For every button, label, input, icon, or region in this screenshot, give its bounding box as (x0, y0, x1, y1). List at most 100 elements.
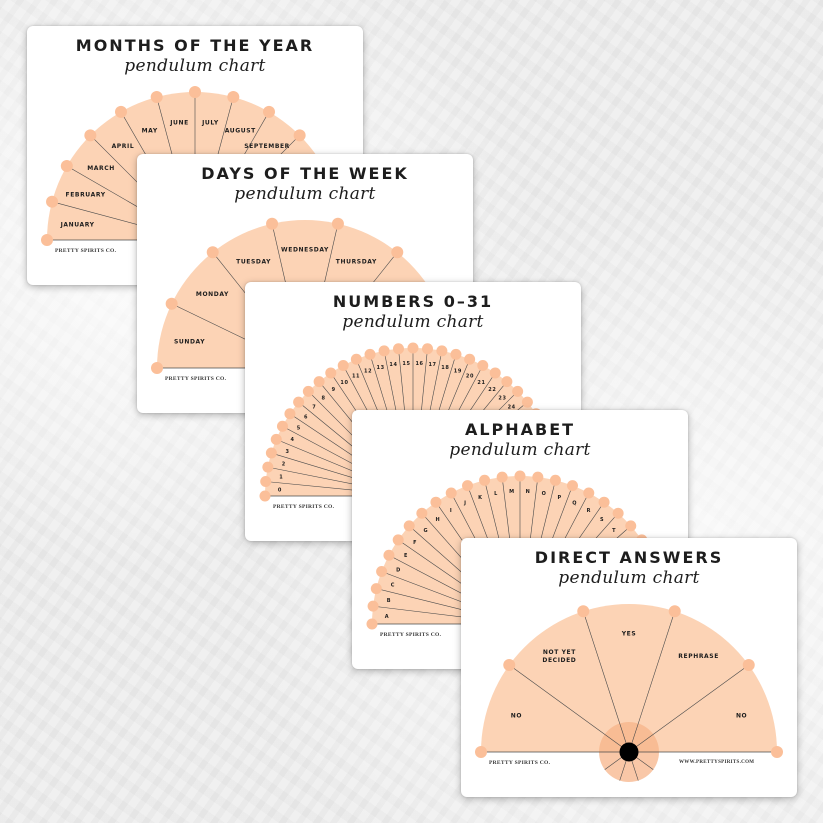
segment-label: J (463, 501, 466, 507)
rim-dot (496, 471, 508, 483)
segment-label: APRIL (112, 143, 135, 150)
rim-dot (771, 746, 783, 758)
brand-footer: PRETTY SPIRITS CO. (55, 248, 117, 254)
segment-label: F (413, 540, 417, 546)
brand-footer: PRETTY SPIRITS CO. (489, 760, 551, 766)
segment-label: REPHRASE (678, 653, 719, 660)
card-title: DIRECT ANSWERS (534, 548, 724, 567)
rim-dot (489, 367, 501, 379)
segment-label: 4 (291, 437, 295, 443)
segment-label: D (396, 567, 401, 573)
segment-label: I (450, 508, 452, 514)
segment-label: Q (572, 501, 577, 507)
segment-label: 13 (377, 365, 385, 371)
fan-background (481, 604, 777, 752)
segment-label: MONDAY (196, 291, 229, 298)
segment-label: G (423, 528, 428, 534)
rim-dot (227, 91, 240, 104)
segment-label: TUESDAY (236, 258, 271, 265)
segment-label: R (587, 508, 591, 514)
rim-dot (151, 362, 163, 374)
rim-dot (266, 217, 279, 230)
card-title: DAYS OF THE WEEK (201, 164, 409, 183)
segment-divider (628, 664, 749, 753)
segment-label: 19 (454, 369, 462, 375)
segment-label: 24 (508, 405, 516, 411)
rim-dot (416, 507, 428, 519)
segment-label: 11 (352, 374, 360, 380)
rim-dot (598, 496, 610, 508)
rim-dot (521, 396, 533, 408)
rim-dot (549, 474, 561, 486)
rim-dot (403, 520, 415, 532)
segment-label: 8 (322, 395, 326, 401)
rim-dot (367, 600, 379, 612)
rim-dot (302, 385, 314, 397)
rim-dot (259, 490, 271, 502)
card-subtitle: pendulum chart (124, 56, 266, 76)
rim-dot (206, 246, 219, 259)
rim-dot (293, 129, 306, 142)
rim-dot (84, 129, 97, 142)
card-subtitle: pendulum chart (558, 568, 700, 588)
rim-dot (383, 549, 395, 561)
segment-label: 1 (279, 474, 283, 480)
segment-label: JANUARY (60, 222, 95, 229)
website-footer: WWW.PRETTYSPIRITS.COM (679, 760, 755, 765)
rim-dot (370, 583, 382, 595)
pendulum-center-dot (619, 742, 639, 762)
segment-label: 23 (498, 395, 506, 401)
rim-dot (742, 659, 755, 672)
segment-label: WEDNESDAY (281, 247, 329, 254)
rim-dot (276, 420, 288, 432)
rim-dot (150, 91, 163, 104)
rim-dot (391, 246, 404, 259)
segment-label: N (526, 489, 531, 495)
rim-dot (462, 480, 474, 492)
rim-dot (325, 367, 337, 379)
rim-dot (532, 471, 544, 483)
segment-label: 22 (488, 387, 496, 393)
segment-label: THURSDAY (336, 258, 377, 265)
segment-label: SEPTEMBER (244, 143, 290, 150)
segment-label: 0 (278, 487, 282, 493)
rim-dot (477, 359, 489, 371)
brand-footer: PRETTY SPIRITS CO. (273, 504, 335, 510)
segment-label: M (509, 489, 515, 495)
segment-divider (628, 611, 676, 753)
card-title: MONTHS OF THE YEAR (75, 36, 315, 55)
rim-dot (566, 480, 578, 492)
rim-dot (60, 160, 73, 172)
segment-label: DECIDED (542, 657, 576, 664)
segment-label: 15 (402, 361, 410, 367)
segment-label: 7 (312, 405, 316, 411)
rim-dot (262, 461, 274, 473)
segment-label: 5 (297, 426, 301, 432)
segment-label: NO (511, 712, 522, 719)
segment-label: 12 (364, 369, 372, 375)
rim-dot (392, 343, 404, 355)
rim-dot (331, 217, 344, 230)
segment-label: MARCH (87, 165, 115, 172)
rim-dot (41, 234, 53, 246)
rim-dot (430, 496, 442, 508)
rim-dot (668, 605, 681, 618)
segment-divider (582, 611, 630, 753)
segment-divider (509, 664, 630, 753)
rim-dot (501, 376, 513, 388)
segment-label: P (557, 495, 561, 501)
rim-dot (479, 474, 491, 486)
segment-label: JULY (201, 120, 219, 127)
brand-footer: PRETTY SPIRITS CO. (165, 376, 227, 382)
rim-dot (378, 345, 390, 357)
segment-label: 17 (428, 362, 436, 368)
rim-dot (313, 376, 325, 388)
brand-footer: PRETTY SPIRITS CO. (380, 632, 442, 638)
segment-label: FEBRUARY (66, 192, 106, 199)
rim-dot (577, 605, 590, 618)
segment-label: O (542, 491, 547, 497)
segment-label: 21 (477, 380, 485, 386)
card-title: ALPHABET (464, 420, 576, 439)
